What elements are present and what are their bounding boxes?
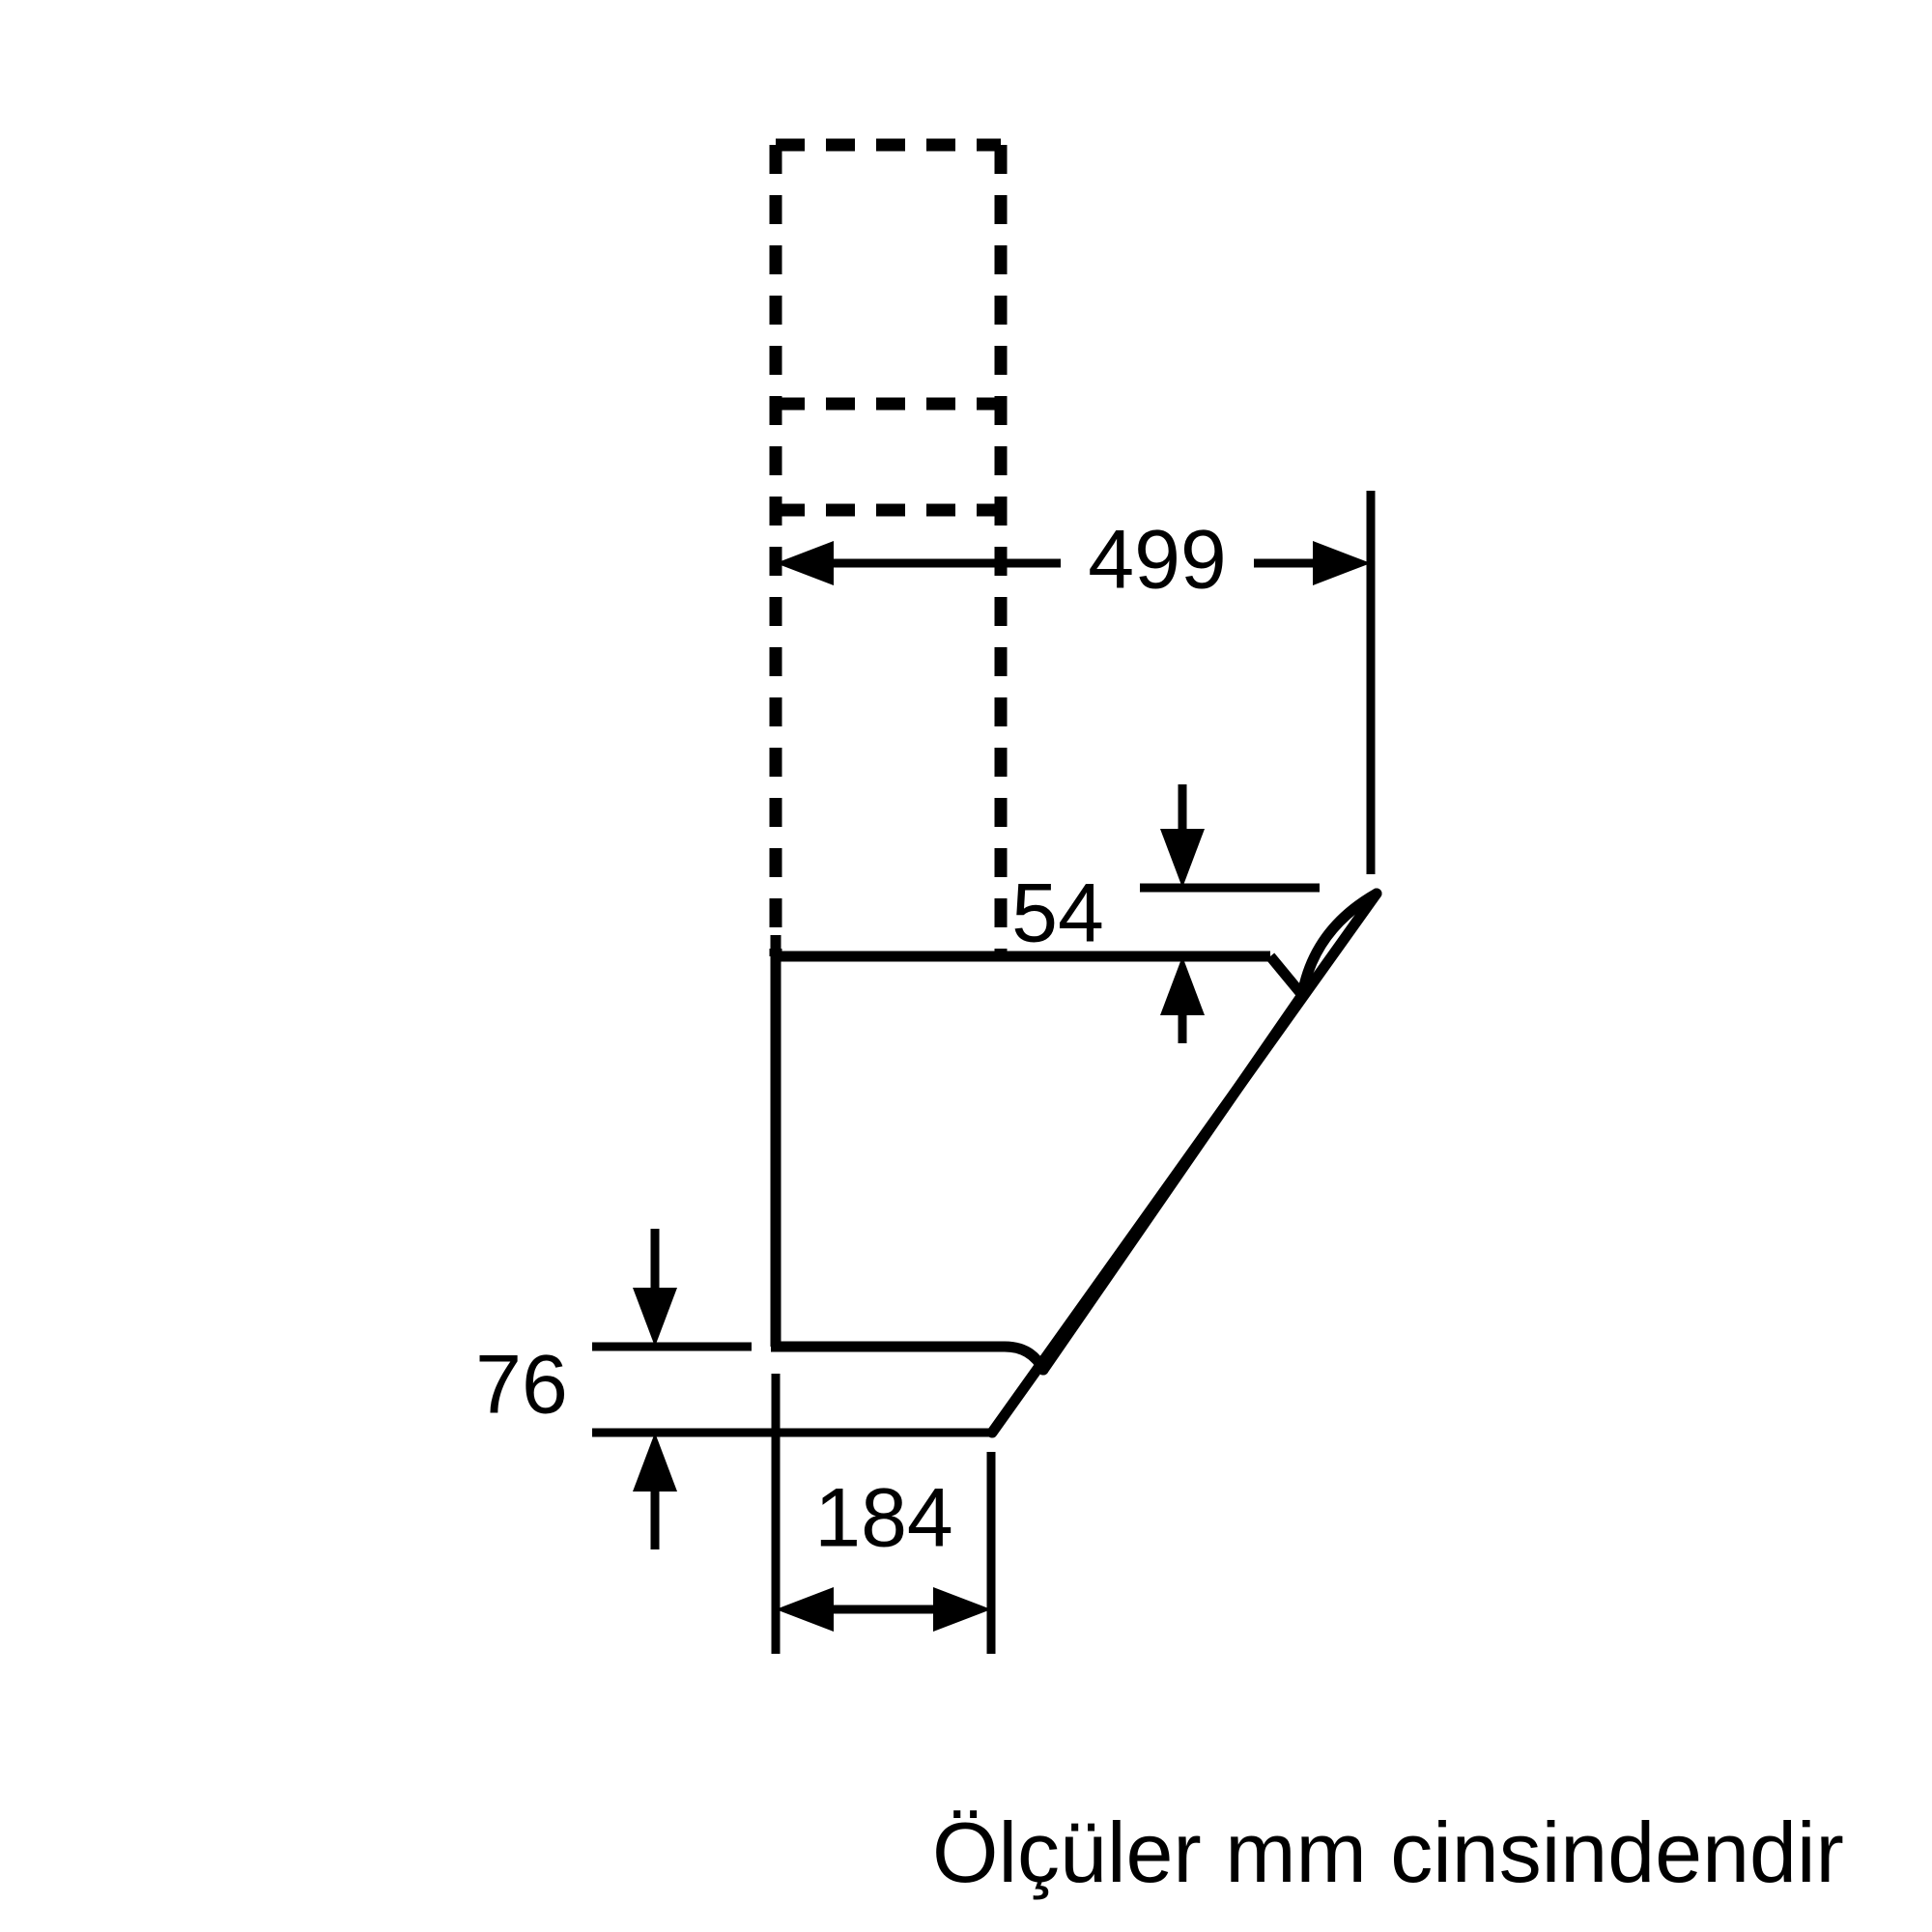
dimension-76: 76 (475, 1229, 989, 1549)
dimension-54-label: 54 (1011, 867, 1104, 960)
dimension-184-label: 184 (814, 1472, 953, 1565)
units-caption: Ölçüler mm cinsindendir (932, 1804, 1844, 1900)
dimension-184-arrow-left (776, 1587, 834, 1632)
dimension-499-arrow-left (776, 541, 834, 585)
inclined-panel-outline (986, 888, 1382, 1438)
dimension-76-arrow-up (633, 1433, 677, 1492)
hood-body-top-bevel (1265, 952, 1307, 999)
dimension-54: 54 (1011, 784, 1320, 1043)
dimension-76-arrow-down (633, 1288, 677, 1347)
dimension-184: 184 (771, 1374, 996, 1654)
dimension-499: 499 (776, 491, 1376, 874)
chimney-hidden-outline (769, 138, 1008, 956)
dimension-499-label: 499 (1088, 514, 1227, 607)
dimension-499-arrow-right (1313, 541, 1371, 585)
panel-inner-edge (1037, 989, 1308, 1376)
dimension-76-label: 76 (475, 1339, 568, 1432)
dimension-54-arrow-up (1160, 956, 1205, 1015)
dimension-54-arrow-down (1160, 829, 1205, 888)
dimension-184-arrow-right (933, 1587, 991, 1632)
hood-body-outline (770, 935, 1307, 1376)
panel-top-cap (1296, 888, 1382, 1001)
